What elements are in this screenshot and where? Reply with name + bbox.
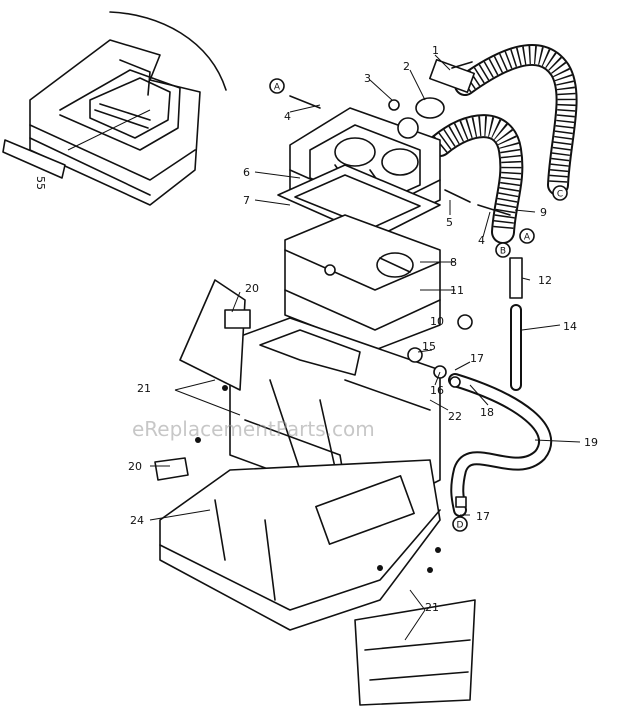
svg-text:A: A [524,233,531,243]
part-label-10: 10 [430,315,444,328]
connector-marker-a-top: A [269,78,285,94]
watermark-text: eReplacementParts.com [132,417,375,441]
part-label-21b: 21 [425,601,439,614]
part-label-21a: 21 [137,382,151,395]
part-label-12: 12 [538,274,552,287]
hose-assembly [428,44,578,244]
part-label-15: 15 [422,340,436,353]
svg-text:C: C [557,190,563,200]
part-label-3: 3 [364,72,371,85]
part-label-24: 24 [130,514,144,527]
part-labels: 1 2 3 4 4 5 6 7 8 9 10 11 12 14 15 16 17… [34,44,598,614]
inset-detail [2,11,227,206]
leader-lines [149,54,581,641]
part-label-16: 16 [430,384,444,397]
part-label-7: 7 [243,194,250,207]
connector-marker-c: C [552,185,568,201]
tank-assembly [284,214,441,351]
part-label-20b: 20 [128,460,142,473]
connector-marker-d: D [452,516,468,532]
svg-text:A: A [274,83,281,93]
part-label-8: 8 [450,256,457,269]
part-label-4a: 4 [284,110,291,123]
part-label-20a: 20 [245,282,259,295]
part-label-18: 18 [480,406,494,419]
part-label-6: 6 [243,166,250,179]
part-label-17a: 17 [470,352,484,365]
part-label-2: 2 [403,60,410,73]
part-label-19: 19 [584,436,598,449]
part-label-11: 11 [450,284,464,297]
main-body-housing [159,317,441,631]
part-label-5: 5 [446,216,453,229]
part-label-14: 14 [563,320,577,333]
part-label-9: 9 [540,206,547,219]
top-lid-assembly [277,107,441,239]
svg-text:D: D [457,521,464,531]
part-label-55: 55 [34,176,47,190]
part-label-22: 22 [448,410,462,423]
part-label-17b: 17 [476,510,490,523]
connector-markers: A A B C D [269,78,568,532]
connector-marker-a-right: A [519,228,535,244]
part-label-1: 1 [432,44,439,57]
svg-text:B: B [500,247,506,257]
side-panels [179,279,476,706]
lower-hose [448,257,553,517]
part-label-4b: 4 [478,234,485,247]
connector-marker-b: B [495,242,511,258]
small-hardware [154,58,511,573]
